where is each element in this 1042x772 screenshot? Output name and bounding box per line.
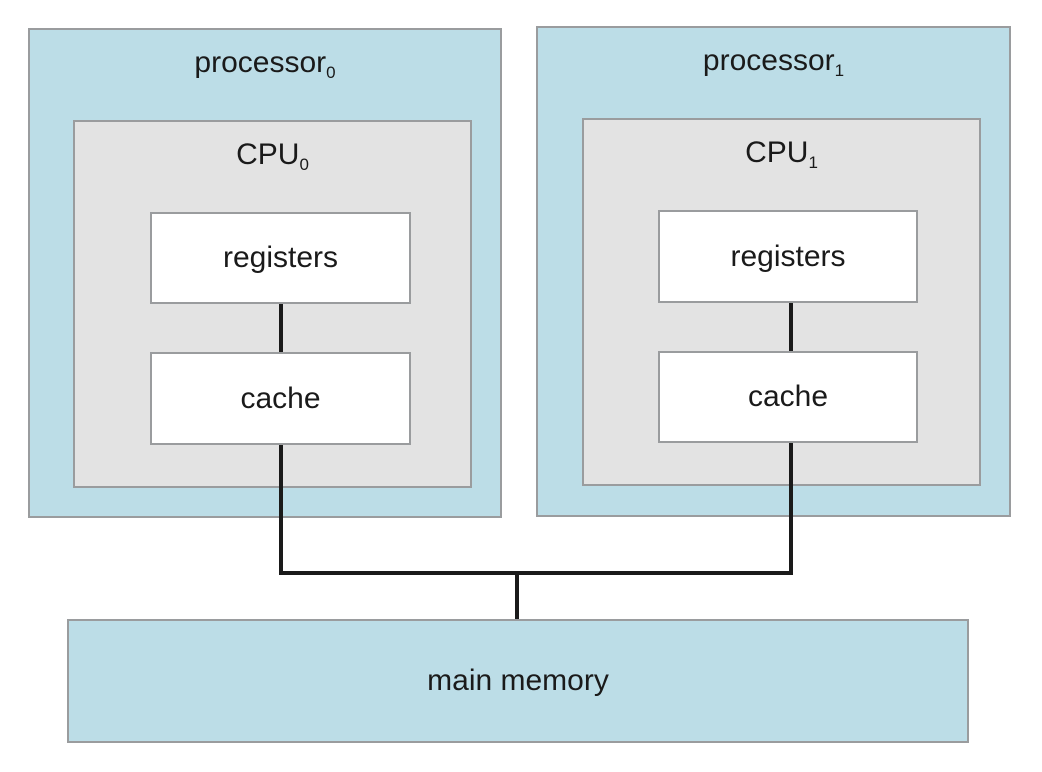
bus-memory-wire xyxy=(515,573,519,620)
cache-0-bus-wire xyxy=(279,445,283,575)
cpu-1-subscript: 1 xyxy=(808,153,818,172)
processor-0-subscript: 0 xyxy=(326,63,336,82)
cache-1-box: cache xyxy=(658,351,918,443)
cpu-1-name: CPU xyxy=(745,136,809,169)
registers-0-label: registers xyxy=(222,241,339,274)
processor-0-name: processor xyxy=(194,46,327,79)
registers-1-label: registers xyxy=(730,239,846,273)
processor-1-subscript: 1 xyxy=(834,61,845,80)
system-bus xyxy=(279,571,793,575)
registers-cache-0-wire xyxy=(279,304,283,352)
processor-0-label: processor0 xyxy=(30,46,500,82)
cpu-0-subscript: 0 xyxy=(299,155,309,174)
cache-1-label: cache xyxy=(747,380,829,413)
cpu-1-label: CPU1 xyxy=(584,136,979,172)
processor-1-label: processor1 xyxy=(538,44,1009,80)
cpu-0-label: CPU0 xyxy=(75,138,470,174)
main-memory-label: main memory xyxy=(427,664,609,697)
registers-0-box: registers xyxy=(150,212,411,304)
registers-cache-1-wire xyxy=(789,303,793,351)
registers-1-box: registers xyxy=(658,210,918,303)
cache-0-label: cache xyxy=(240,381,321,415)
main-memory-box: main memory xyxy=(67,619,969,743)
cache-0-box: cache xyxy=(150,352,411,445)
cpu-0-name: CPU xyxy=(236,138,300,171)
processor-1-name: processor xyxy=(702,44,835,77)
cache-1-bus-wire xyxy=(789,443,793,575)
